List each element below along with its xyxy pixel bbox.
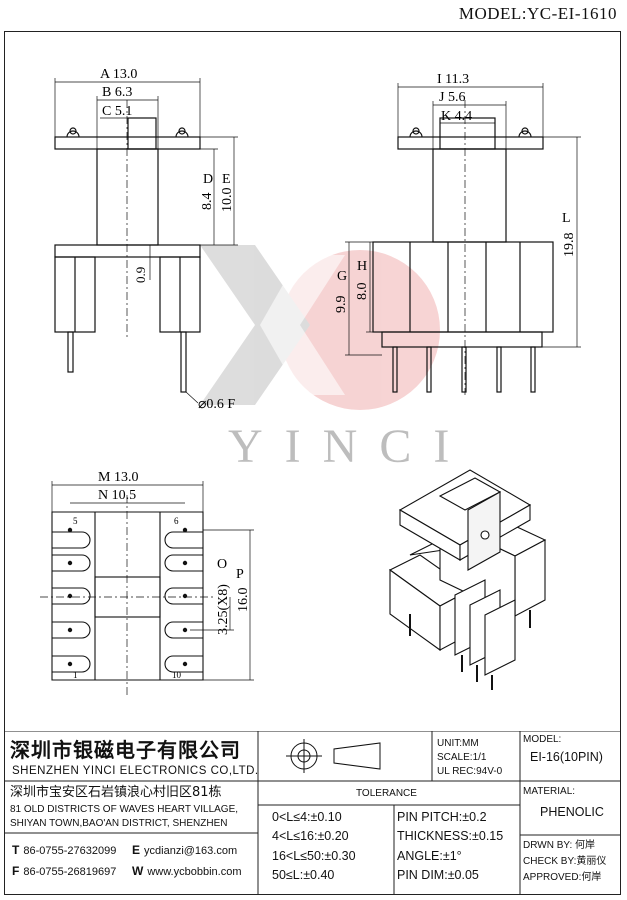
bottom-view bbox=[40, 495, 215, 695]
dim-o: O bbox=[217, 557, 227, 572]
pin-slots-right bbox=[164, 531, 203, 673]
drawn-by: DRWN BY: 何岸 bbox=[523, 840, 596, 851]
dim-k: K 4.4 bbox=[441, 109, 472, 124]
dim-n: N 10.5 bbox=[98, 488, 136, 503]
model-title: MODEL:YC-EI-1610 bbox=[458, 4, 617, 23]
fax-value: 86-0755-26819697 bbox=[23, 866, 117, 878]
side-dim-lines bbox=[345, 83, 581, 356]
dim-j: J 5.6 bbox=[439, 90, 465, 105]
dim-p: P bbox=[236, 567, 244, 582]
tel-label: T bbox=[12, 843, 20, 857]
tol-thickness: THICKNESS:±0.15 bbox=[397, 829, 504, 843]
dim-c: C 5.1 bbox=[102, 104, 132, 119]
check-by: CHECK BY:黄丽仪 bbox=[523, 856, 607, 867]
pin-label-10: 10 bbox=[172, 670, 182, 680]
dim-l: L bbox=[562, 211, 571, 226]
email-value: ycdianzi@163.com bbox=[144, 845, 238, 857]
watermark-logo bbox=[200, 245, 440, 410]
address-en-2: SHIYAN TOWN,BAO'AN DISTRICT, SHENZHEN bbox=[10, 818, 228, 829]
ul-rec-text: UL REC:94V-0 bbox=[437, 766, 503, 777]
dim-a: A 13.0 bbox=[100, 67, 137, 82]
front-view bbox=[54, 100, 201, 393]
dim-m: M 13.0 bbox=[98, 470, 138, 485]
tol-3: 16<L≤50:±0.30 bbox=[272, 849, 356, 863]
model-label: MODEL: bbox=[523, 734, 562, 745]
tol-pin-dim: PIN DIM:±0.05 bbox=[397, 868, 479, 882]
material-label: MATERIAL: bbox=[523, 786, 576, 797]
tol-pin-pitch: PIN PITCH:±0.2 bbox=[397, 810, 487, 824]
dim-f: ⌀0.6 F bbox=[198, 397, 235, 412]
address-en-1: 81 OLD DISTRICTS OF WAVES HEART VILLAGE, bbox=[10, 804, 239, 815]
tol-angle: ANGLE:±1° bbox=[397, 849, 462, 863]
front-dim-lines bbox=[54, 78, 238, 280]
dim-l-value: 19.8 bbox=[562, 233, 577, 258]
scale-text: SCALE:1/1 bbox=[437, 752, 487, 763]
dim-o-value: 3.25(X8) bbox=[216, 584, 231, 635]
dim-g-value: 9.9 bbox=[334, 296, 349, 314]
dim-e: E bbox=[222, 172, 231, 187]
dim-e-value: 10.0 bbox=[220, 188, 235, 213]
fax-label: F bbox=[12, 864, 20, 878]
dim-09: 0.9 bbox=[133, 267, 148, 283]
approved-by: APPROVED:何岸 bbox=[523, 872, 602, 883]
unit-text: UNIT:MM bbox=[437, 738, 479, 749]
company-name-en: SHENZHEN YINCI ELECTRONICS CO,LTD. bbox=[12, 765, 259, 777]
side-view bbox=[372, 100, 554, 395]
watermark-text: YINCI bbox=[228, 420, 471, 473]
email-label: E bbox=[132, 843, 141, 857]
pin-label-1: 1 bbox=[73, 670, 78, 680]
projection-symbol bbox=[286, 739, 381, 773]
pin-slots-left bbox=[52, 531, 91, 673]
isometric-view bbox=[388, 469, 547, 690]
dim-h-value: 8.0 bbox=[355, 283, 370, 301]
address-cn: 深圳市宝安区石岩镇浪心村旧区81栋 bbox=[10, 785, 222, 800]
tol-1: 0<L≤4:±0.10 bbox=[272, 810, 342, 824]
dim-d: D bbox=[203, 172, 213, 187]
material-value: PHENOLIC bbox=[540, 805, 604, 819]
pin-label-5: 5 bbox=[73, 516, 78, 526]
tel-value: 86-0755-27632099 bbox=[23, 845, 117, 857]
dim-i: I 11.3 bbox=[437, 72, 469, 87]
drawing-canvas: YINCI A 13.0 B 6.3 C 5.1 D 8.4 E 10.0 0.… bbox=[40, 67, 581, 695]
drawing-frame bbox=[4, 31, 621, 895]
bottom-dim-lines bbox=[51, 481, 254, 681]
dim-d-value: 8.4 bbox=[200, 193, 215, 211]
model-value: EI-16(10PIN) bbox=[530, 750, 603, 764]
tolerance-label: TOLERANCE bbox=[356, 788, 417, 799]
tol-4: 50≤L:±0.40 bbox=[272, 868, 335, 882]
pin-label-6: 6 bbox=[174, 516, 179, 526]
dim-g: G bbox=[337, 269, 347, 284]
web-label: W bbox=[132, 864, 144, 878]
web-value: www.ycbobbin.com bbox=[147, 866, 242, 878]
company-name-cn: 深圳市银磁电子有限公司 bbox=[10, 738, 241, 762]
dim-b: B 6.3 bbox=[102, 85, 132, 100]
title-block-lines bbox=[4, 731, 621, 895]
dim-p-value: 16.0 bbox=[236, 588, 251, 613]
tol-2: 4<L≤16:±0.20 bbox=[272, 829, 349, 843]
dim-h: H bbox=[357, 259, 367, 274]
